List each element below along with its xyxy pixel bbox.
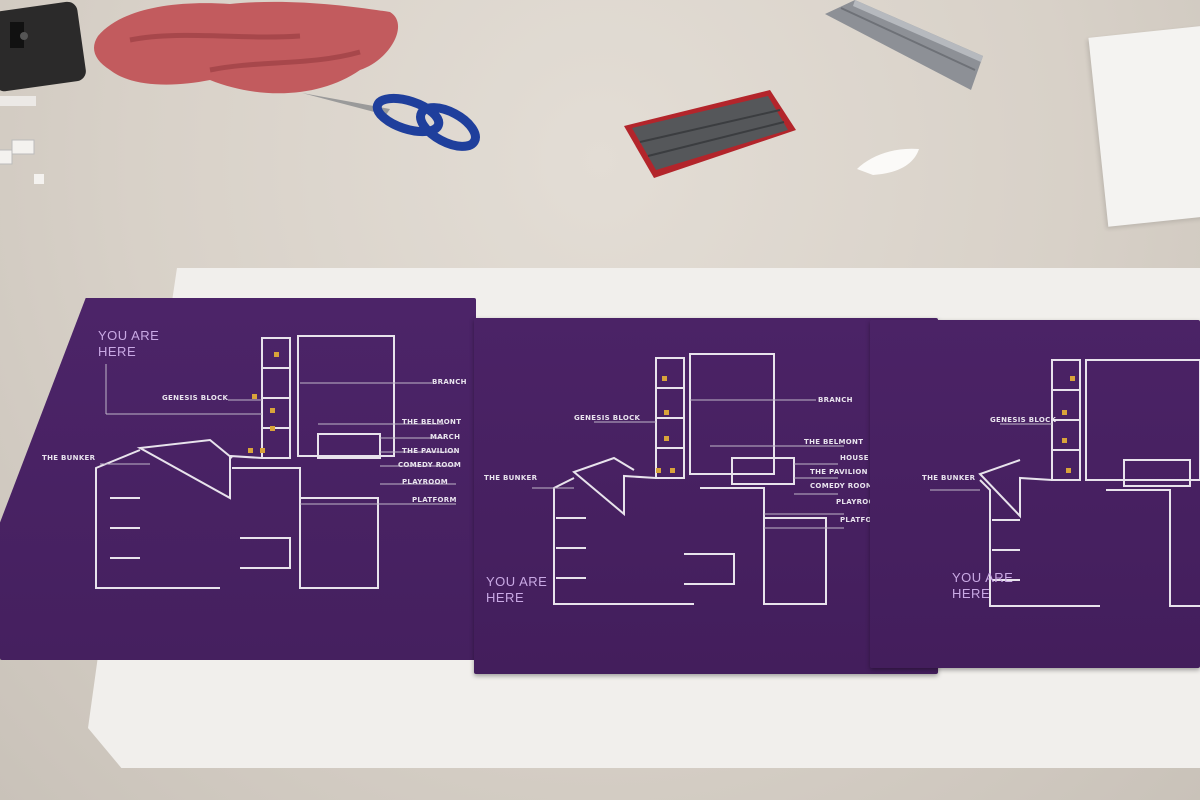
label-the-bunker: THE BUNKER [42, 454, 96, 462]
paper-scrap [857, 148, 919, 175]
paper-stack [1088, 23, 1200, 227]
red-squeegee [624, 90, 796, 178]
label-the-bunker: THE BUNKER [484, 474, 538, 482]
label-right-3: HOUSE [840, 454, 869, 462]
label-right-1: BRANCH [432, 378, 467, 386]
label-right-2: THE BELMONT [804, 438, 864, 446]
scissors [302, 93, 480, 151]
label-right-7: PLATFORM [412, 496, 457, 504]
label-right-6: PLAYROOM [836, 498, 883, 506]
label-the-bunker: THE BUNKER [922, 474, 976, 482]
red-rag [94, 1, 399, 94]
label-genesis-block: GENESIS BLOCK [162, 394, 229, 402]
floor-plan-lines [930, 359, 1200, 607]
label-right-3: MARCH [430, 433, 461, 441]
grey-squeegee [825, 0, 983, 90]
label-right-2: THE BELMONT [402, 418, 462, 426]
label-right-1: BRANCH [818, 396, 853, 404]
label-genesis-block: GENESIS BLOCK [990, 416, 1057, 424]
label-right-7: PLATFORM [840, 516, 885, 524]
label-right-5: COMEDY ROOM [810, 482, 874, 490]
label-right-6: PLAYROOM [402, 478, 449, 486]
label-right-4: THE PAVILION [810, 468, 868, 476]
floor-plan-lines [95, 335, 456, 589]
label-genesis-block: GENESIS BLOCK [574, 414, 641, 422]
power-strip [0, 1, 86, 184]
floor-plan-lines [532, 353, 844, 605]
label-right-4: THE PAVILION [402, 447, 460, 455]
label-right-5: COMEDY ROOM [398, 461, 462, 469]
